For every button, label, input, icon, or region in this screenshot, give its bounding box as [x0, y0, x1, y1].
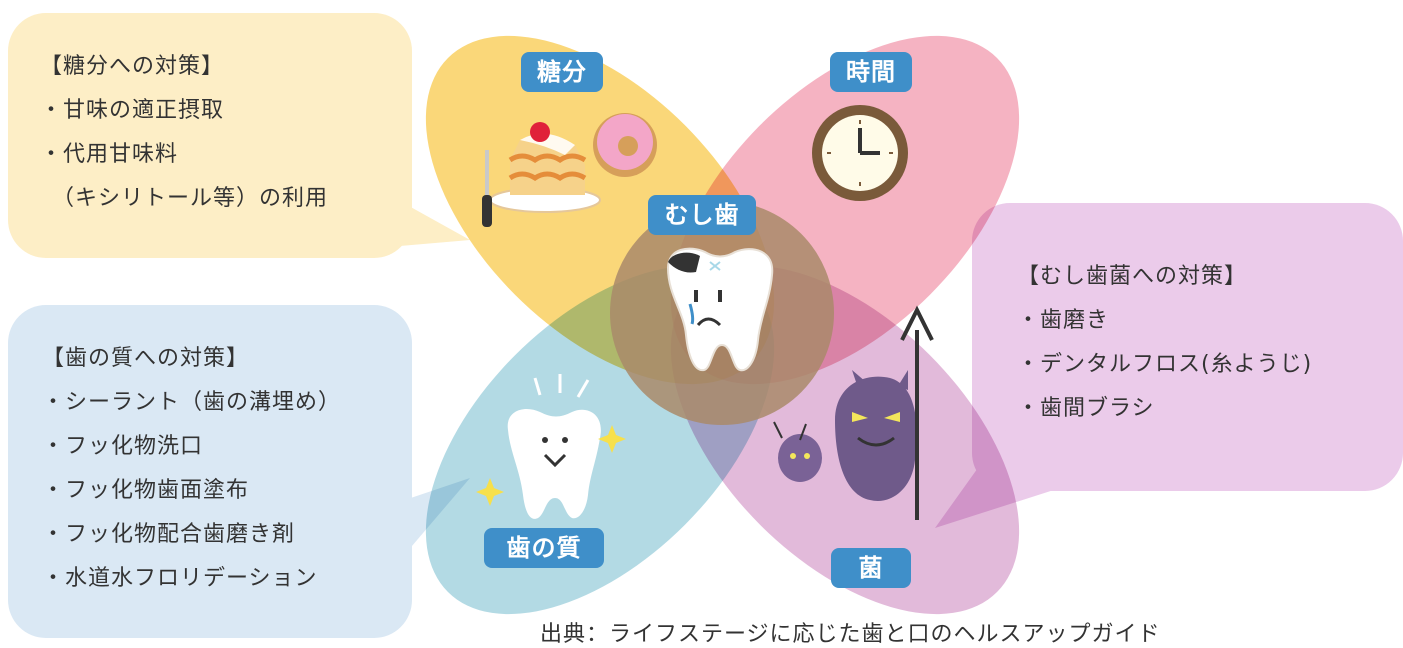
tooth-measure-item: ・フッ化物歯面塗布	[42, 478, 250, 503]
bacteria-measure-item: ・歯間ブラシ	[1017, 396, 1155, 421]
tooth-measure-item: ・シーラント（歯の溝埋め）	[42, 390, 342, 415]
sugar-bubble	[8, 13, 470, 258]
sugar-measures: 【糖分への対策】 ・甘味の適正摂取 ・代用甘味料 （キシリトール等）の利用	[40, 45, 328, 221]
label-sugar: 糖分	[521, 52, 603, 92]
tooth-measure-item: ・フッ化物配合歯磨き剤	[42, 522, 296, 547]
bacteria-measures: 【むし歯菌への対策】 ・歯磨き ・デンタルフロス(糸ようじ) ・歯間ブラシ	[1017, 255, 1312, 431]
cake-icon	[482, 122, 601, 227]
sad-tooth-icon	[666, 247, 774, 372]
label-time: 時間	[830, 52, 912, 92]
germ-devil-icon	[773, 305, 934, 520]
sugar-measures-title: 【糖分への対策】	[40, 54, 225, 79]
tooth-quality-measures: 【歯の質への対策】 ・シーラント（歯の溝埋め） ・フッ化物洗口 ・フッ化物歯面塗…	[42, 337, 341, 601]
donut-icon	[593, 113, 657, 177]
sugar-measure-item: ・代用甘味料	[40, 142, 179, 167]
source-citation: 出典：ライフステージに応じた歯と口のヘルスアップガイド	[540, 622, 1161, 647]
sugar-measure-item: （キシリトール等）の利用	[40, 186, 329, 211]
sugar-measure-item: ・甘味の適正摂取	[40, 98, 225, 123]
tooth-measures-title: 【歯の質への対策】	[42, 346, 250, 371]
bacteria-measure-item: ・歯磨き	[1017, 308, 1110, 333]
tooth-measure-item: ・フッ化物洗口	[42, 434, 204, 459]
label-germ: 菌	[831, 548, 911, 588]
label-tooth-quality: 歯の質	[484, 528, 604, 568]
bacteria-measure-item: ・デンタルフロス(糸ようじ)	[1017, 352, 1313, 377]
happy-tooth-icon	[476, 374, 626, 519]
bacteria-measures-title: 【むし歯菌への対策】	[1017, 264, 1248, 289]
label-caries: むし歯	[648, 195, 756, 235]
tooth-measure-item: ・水道水フロリデーション	[42, 566, 318, 591]
clock-icon	[812, 105, 908, 201]
